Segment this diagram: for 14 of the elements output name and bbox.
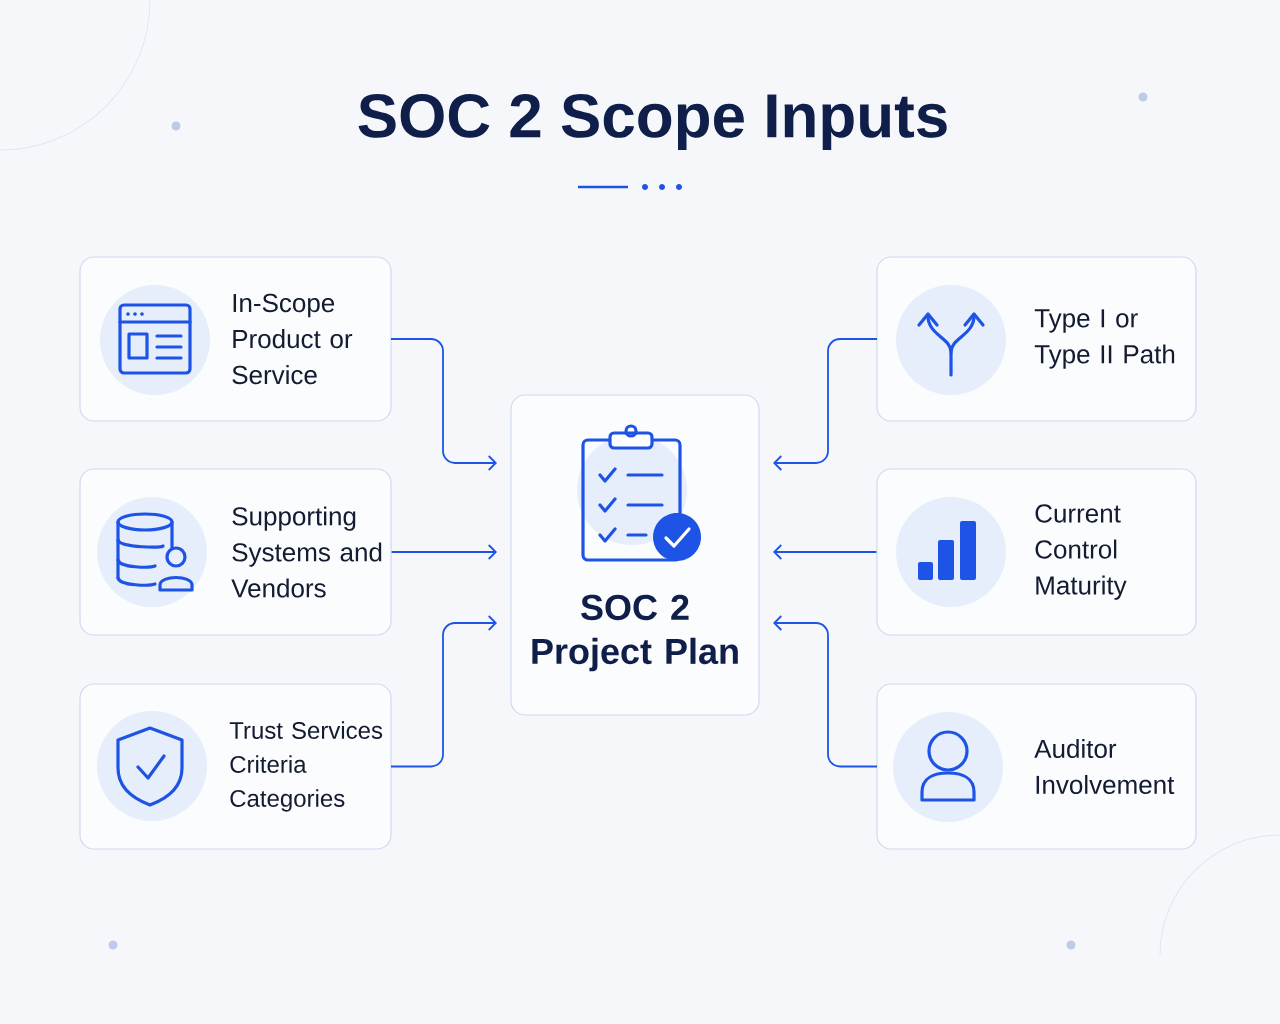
- arrow: [773, 338, 878, 471]
- arrow: [390, 338, 497, 471]
- arrow: [390, 615, 497, 768]
- arrow: [773, 544, 878, 560]
- input-card: Supporting Systems and Vendors: [79, 468, 392, 636]
- input-card: Type I or Type II Path: [876, 256, 1197, 422]
- title: SOC 2 Scope Inputs: [358, 93, 947, 151]
- input-card: Current Control Maturity: [876, 468, 1197, 636]
- input-card: In-Scope Product or Service: [79, 256, 392, 422]
- plan-card: SOC 2 Project Plan: [510, 394, 760, 716]
- input-card: Trust Services Criteria Categories: [79, 683, 392, 850]
- arrow: [773, 615, 878, 768]
- arrow: [390, 544, 497, 560]
- input-card: Auditor Involvement: [876, 683, 1197, 850]
